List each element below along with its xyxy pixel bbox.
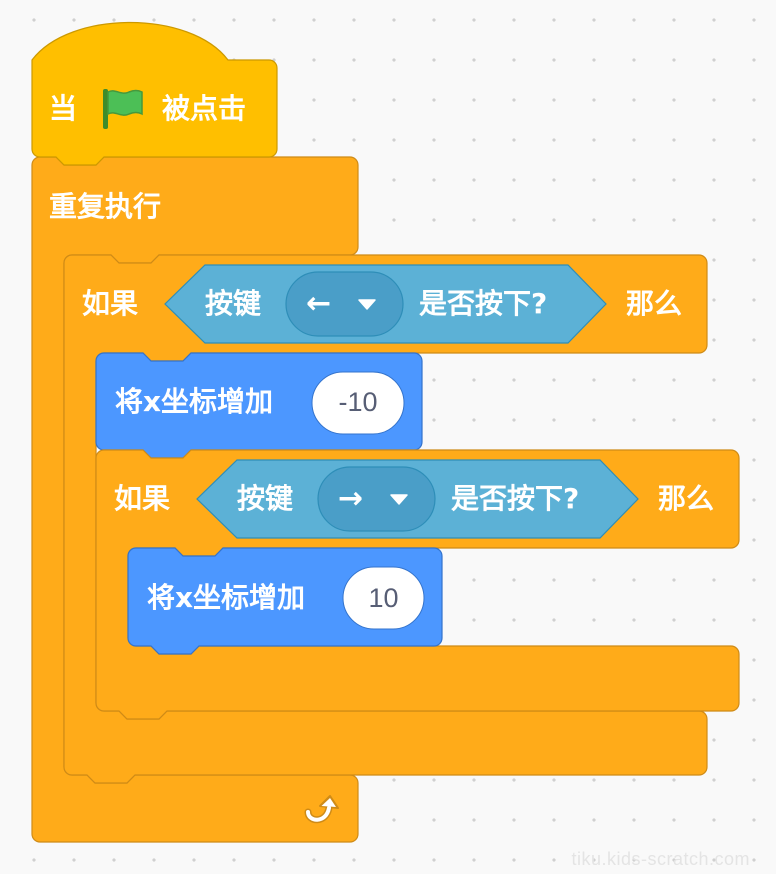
key-label-2: 按键 (237, 482, 294, 515)
number-input-2[interactable] (342, 566, 425, 630)
dropdown-caret-icon[interactable] (389, 493, 409, 505)
hat-prefix-label: 当 (49, 92, 78, 125)
change-x-label-2: 将x坐标增加 (147, 581, 306, 614)
key-value-2[interactable]: → (338, 483, 363, 515)
hat-suffix-label: 被点击 (162, 92, 247, 125)
green-flag-icon (103, 89, 143, 129)
pressed-label-1: 是否按下? (419, 287, 548, 320)
forever-label: 重复执行 (49, 190, 162, 223)
key-label-1: 按键 (205, 287, 262, 320)
loop-arrow-icon (304, 795, 339, 824)
left-arrow-key: ← (306, 286, 332, 321)
dropdown-caret-icon[interactable] (357, 298, 377, 310)
then-label-2: 那么 (658, 482, 715, 515)
key-dropdown-1[interactable] (285, 271, 404, 337)
number-input-1[interactable] (311, 371, 405, 435)
key-dropdown-2[interactable] (317, 466, 436, 532)
right-arrow-key: → (338, 481, 364, 516)
if-label-1: 如果 (82, 287, 139, 320)
number-value-1[interactable]: -10 (338, 387, 378, 417)
key-value-1[interactable]: ← (306, 288, 331, 320)
watermark: tiku.kids-scratch.com (571, 849, 750, 869)
pressed-label-2: 是否按下? (451, 482, 580, 515)
if-label-2: 如果 (114, 482, 171, 515)
when-flag-clicked-block[interactable] (31, 21, 278, 166)
number-value-2[interactable]: 10 (368, 583, 399, 613)
then-label-1: 那么 (626, 287, 683, 320)
change-x-label-1: 将x坐标增加 (115, 385, 274, 418)
